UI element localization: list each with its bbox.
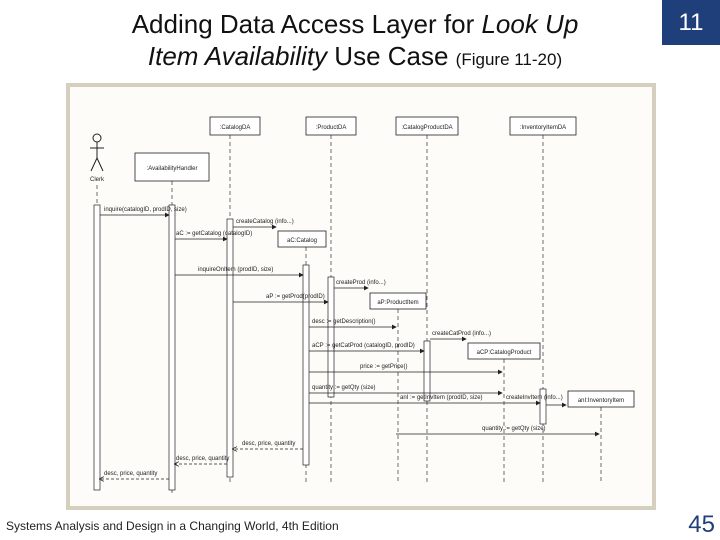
message-label: anI := getInvItem (prodID, size) <box>400 395 483 401</box>
object-label-aproduct: aP:ProductItem <box>377 300 418 306</box>
object-label-acatprod: aCP:CatalogProduct <box>477 350 532 356</box>
message-label: createInvItem (info...) <box>506 395 563 401</box>
lifeline-label-invda: :InventoryItemDA <box>520 125 566 131</box>
actor-clerk <box>90 133 104 172</box>
object-box-acatalog <box>277 230 327 248</box>
footer-text: Systems Analysis and Design in a Changin… <box>6 519 339 533</box>
object-box-aproduct <box>369 292 427 310</box>
message-label: quantity := getQty (size) <box>312 385 376 391</box>
object-label-acatalog: aC:Catalog <box>287 238 317 244</box>
slide-title: Adding Data Access Layer for Look Up Ite… <box>131 9 579 71</box>
lifeline-label-catalogda: :CatalogDA <box>220 125 251 131</box>
message-label: createCatProd (info...) <box>432 331 491 337</box>
return-label: desc, price, quantity <box>176 456 229 462</box>
message-label: aCP := getCatProd (catalogID, prodID) <box>312 343 415 349</box>
lifeline-label-catprodda: :CatalogProductDA <box>401 125 452 131</box>
message-label: createProd (info...) <box>336 280 386 286</box>
sequence-diagram: Clerk :CatalogDA :ProductDA :CatalogProd… <box>90 116 635 493</box>
lifeline-label-productda: :ProductDA <box>316 125 347 131</box>
return-label: desc, price, quantity <box>242 441 295 447</box>
message-label: createCatalog (info...) <box>236 219 294 225</box>
message-label: inquire(catalogID, prodID, size) <box>104 207 187 213</box>
message-label: price := getPrice() <box>360 364 408 370</box>
chapter-badge: 11 <box>662 0 720 45</box>
message-label: aP := getProd(prodID) <box>266 294 325 300</box>
actor-label: Clerk <box>90 177 105 183</box>
page-number: 45 <box>688 511 715 538</box>
object-label-ainv: anI:InventoryItem <box>578 398 624 404</box>
object-box-acatprod <box>467 342 541 360</box>
lifeline-box-catalogda <box>209 116 261 136</box>
lifeline-box-handler <box>134 152 210 182</box>
return-label: desc, price, quantity <box>104 471 157 477</box>
message-label: desc := getDescription() <box>312 319 376 325</box>
lifeline-label-handler: :AvailabilityHandler <box>147 166 198 172</box>
message-label: quantity := getQty (size) <box>482 426 546 432</box>
sequence-diagram-figure: Clerk :CatalogDA :ProductDA :CatalogProd… <box>66 83 656 510</box>
object-box-ainv <box>567 390 635 408</box>
message-label: inquireOnItem (prodID, size) <box>198 267 273 273</box>
message-label: aC := getCatalog (catalogID) <box>176 231 252 237</box>
